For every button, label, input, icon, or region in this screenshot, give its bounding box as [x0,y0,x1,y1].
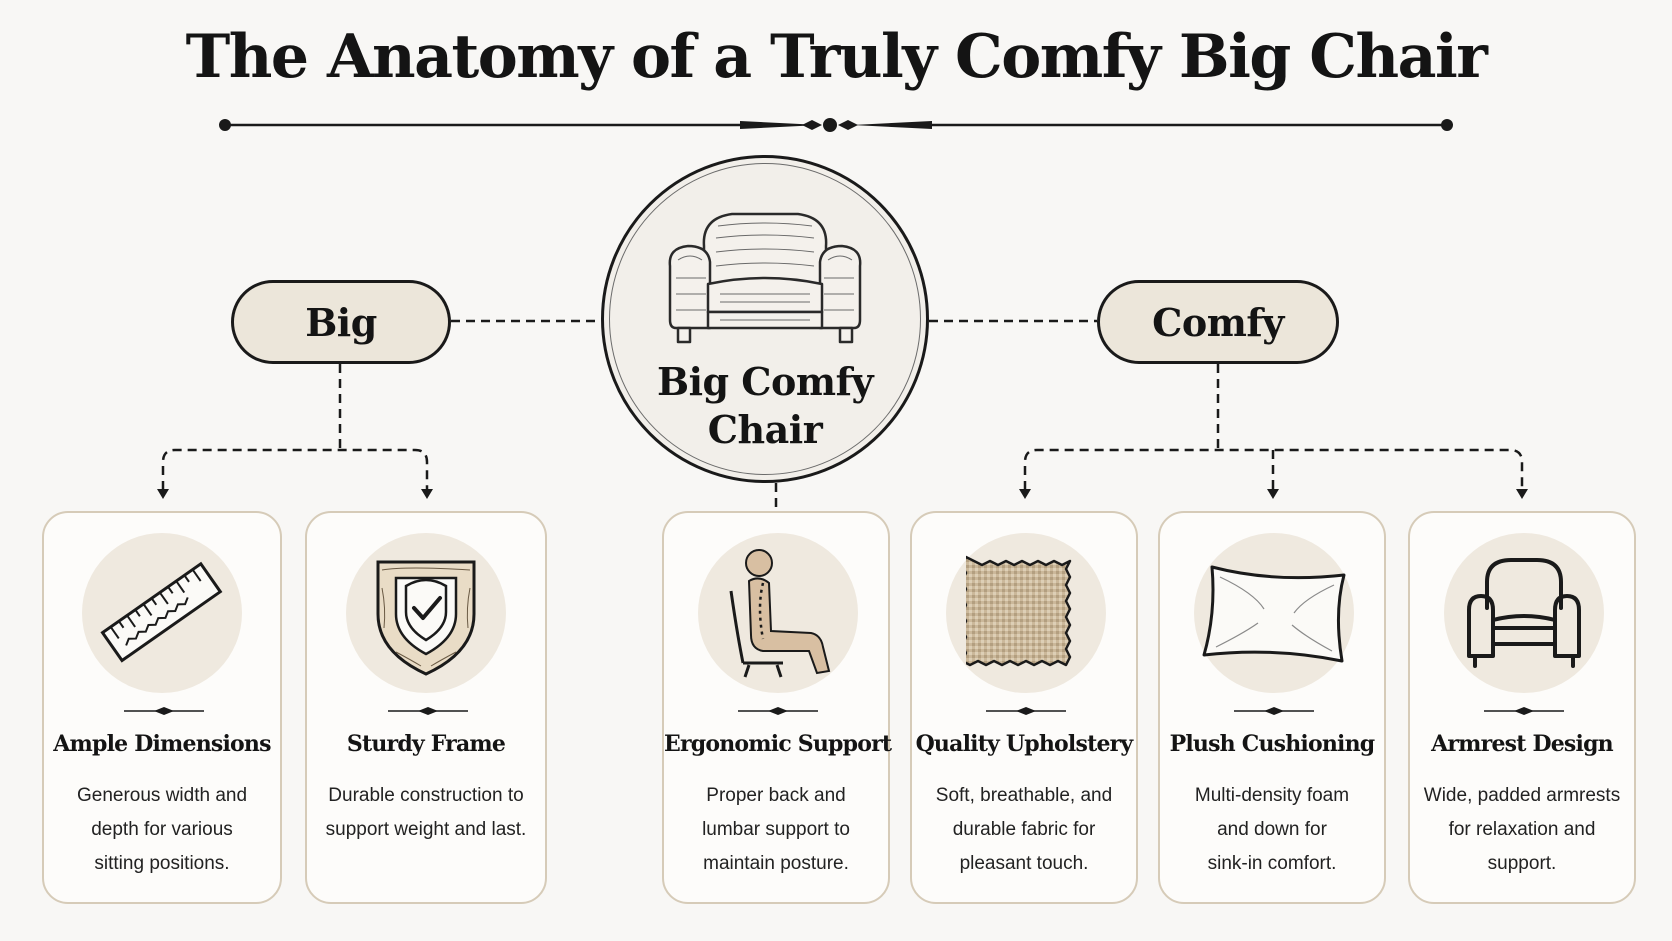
card-description: Durable construction to support weight a… [317,779,535,847]
card-description-line: depth for various [91,819,233,840]
armchair-sketch-icon [668,212,862,344]
icon-disc [82,533,242,693]
card-title: Sturdy Frame [346,731,506,757]
card-ample-dimensions: Ample Dimensions Generous width and dept… [42,511,282,904]
card-description-line: Wide, padded armrests [1423,785,1621,806]
card-description-line: lumbar support to [702,819,850,840]
measuring-ruler-icon [100,561,223,663]
page-title: The Anatomy of a Truly Comfy Big Chair [185,22,1488,92]
card-plush-cushioning: Plush Cushioning Multi-density foam and … [1158,511,1386,904]
branch-pill-big: Big [231,280,451,364]
card-description-line: sitting positions. [94,853,230,874]
hub-label-line-2: Chair [707,407,823,452]
card-description-line: maintain posture. [703,853,849,874]
card-description: Proper back and lumbar support to mainta… [674,779,878,881]
card-description-line: support weight and last. [325,819,527,840]
card-ornament [1234,707,1314,715]
card-description-line: sink-in comfort. [1207,853,1337,874]
card-description: Generous width and depth for various sit… [54,779,270,881]
pillow-icon [1202,565,1346,663]
card-description-line: Generous width and [76,785,248,806]
card-description-line: for relaxation and [1448,819,1596,840]
title-divider [219,118,1453,132]
card-title: Ergonomic Support [664,731,892,757]
shield-frame-icon [376,560,476,676]
card-ergonomic-support: Ergonomic Support Proper back and lumbar… [662,511,892,904]
card-ornament [388,707,468,715]
card-ornament [986,707,1066,715]
icon-disc [346,533,506,693]
armchair-outline-icon [1467,558,1581,668]
card-description-line: Soft, breathable, and [935,785,1113,806]
card-title: Quality Upholstery [915,731,1134,757]
branch-pill-comfy: Comfy [1097,280,1339,364]
icon-disc [1194,533,1354,693]
card-ornament [124,707,204,715]
card-description: Soft, breathable, and durable fabric for… [922,779,1126,881]
card-title: Ample Dimensions [53,731,271,757]
card-description-line: pleasant touch. [959,853,1089,874]
fabric-swatch-icon [966,555,1072,667]
card-sturdy-frame: Sturdy Frame Durable construction to sup… [305,511,547,904]
hub-inner-ring [609,163,921,475]
card-title: Armrest Design [1431,731,1614,757]
card-ornament [738,707,818,715]
card-description-line: support. [1487,853,1557,874]
card-description: Multi-density foam and down for sink-in … [1170,779,1374,881]
card-description-line: durable fabric for [952,819,1096,840]
card-description-line: Multi-density foam [1194,785,1350,806]
card-description-line: Durable construction to [328,785,524,806]
seated-posture-icon [729,549,831,678]
hub-label-line-1: Big Comfy [656,359,874,404]
card-quality-upholstery: Quality Upholstery Soft, breathable, and… [910,511,1138,904]
icon-disc [946,533,1106,693]
icon-disc [698,533,858,693]
icon-disc [1444,533,1604,693]
card-ornament [1484,707,1564,715]
card-title: Plush Cushioning [1169,731,1376,757]
card-description: Wide, padded armrests for relaxation and… [1420,779,1624,881]
card-description-line: and down for [1217,819,1327,840]
card-armrest-design: Armrest Design Wide, padded armrests for… [1408,511,1636,904]
hub-label: Big Comfy Chair [604,358,926,454]
hub-circle: Big Comfy Chair [601,155,929,483]
card-description-line: Proper back and [706,785,846,806]
